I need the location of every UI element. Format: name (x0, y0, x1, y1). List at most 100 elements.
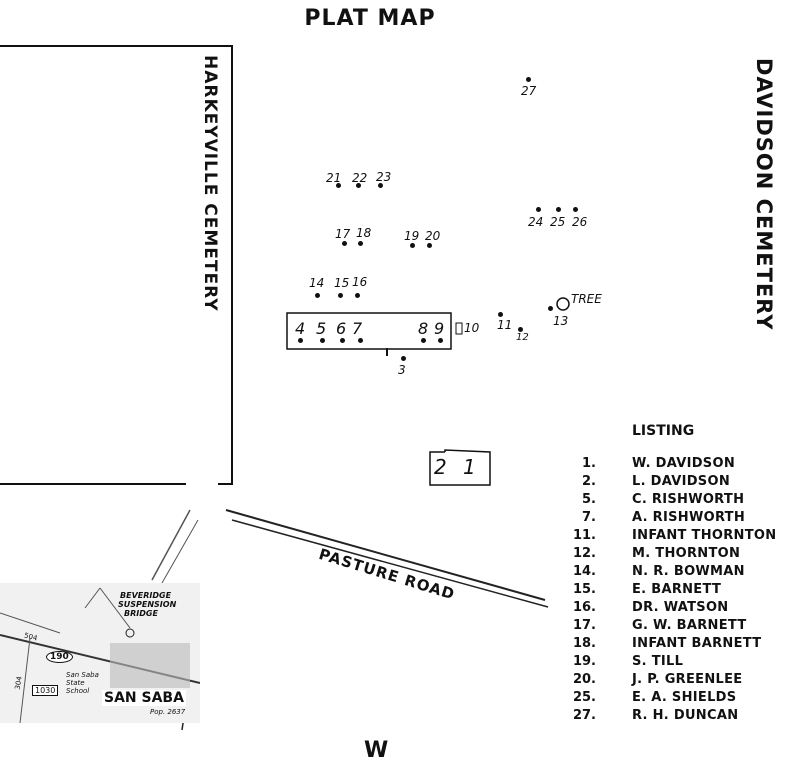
plot-number: 12 (516, 332, 529, 343)
listing-row: 14. N. R. BOWMAN (540, 564, 776, 582)
listing-number: 7. (582, 510, 596, 525)
plot-number: 17 (335, 227, 351, 241)
plot-number: 21 (326, 171, 342, 185)
tree-label: TREE (571, 292, 602, 306)
plot-number: 15 (334, 276, 350, 290)
inset-locator-map: BEVERIDGE SUSPENSION BRIDGE 190 1030 504… (0, 583, 200, 723)
highway-190-shield: 190 (46, 651, 73, 663)
plot-number: 26 (572, 215, 588, 229)
listing-name: INFANT THORNTON (632, 528, 777, 543)
grave-marker (355, 293, 360, 298)
grave-marker (315, 293, 320, 298)
listing-name: A. RISHWORTH (632, 510, 746, 525)
grave-marker (401, 356, 406, 361)
listing-name: G. W. BARNETT (632, 618, 747, 633)
listing-row: 15. E. BARNETT (540, 582, 776, 600)
grave-marker (573, 207, 578, 212)
listing-name: INFANT BARNETT (632, 636, 762, 651)
listing-name: R. H. DUNCAN (632, 708, 739, 723)
plot-number: 7 (352, 319, 363, 338)
plot-number: 20 (425, 229, 441, 243)
listing-row: 25. E. A. SHIELDS (540, 690, 776, 708)
plot-number: 23 (376, 170, 392, 184)
plot-number: 18 (356, 226, 372, 240)
listing-heading: LISTING (632, 423, 695, 439)
plot-number: 9 (434, 319, 445, 338)
plot-number: 1 (463, 455, 476, 479)
grave-marker (338, 293, 343, 298)
grave-marker (320, 338, 325, 343)
grave-marker (336, 183, 341, 188)
plot-number: 27 (521, 84, 537, 98)
listing-name: C. RISHWORTH (632, 492, 745, 507)
listing-number: 12. (572, 546, 596, 561)
plot-number: 22 (352, 171, 368, 185)
listing-row: 19. S. TILL (540, 654, 776, 672)
listing-number: 17. (572, 618, 596, 633)
listing-number: 20. (572, 672, 596, 687)
plot-number: 4 (295, 319, 306, 338)
page-title: PLAT MAP (304, 6, 436, 31)
listing-number: 25. (572, 690, 596, 705)
plot-number: 19 (404, 229, 420, 243)
plot-number: 8 (418, 319, 429, 338)
listing-row: 2. L. DAVIDSON (540, 474, 776, 492)
listing-number: 5. (582, 492, 596, 507)
grave-marker (410, 243, 415, 248)
grave-marker (298, 338, 303, 343)
plot-number: 10 (464, 321, 480, 335)
bridge-label: BEVERIDGE (120, 591, 172, 600)
listing-row: 18. INFANT BARNETT (540, 636, 776, 654)
compass-west-label: W (364, 738, 389, 763)
listing-name: M. THORNTON (632, 546, 741, 561)
grave-marker (536, 207, 541, 212)
school-label: San Saba State School (66, 671, 99, 695)
davidson-cemetery-label: DAVIDSON CEMETERY (752, 58, 776, 331)
bridge-label: SUSPENSION (118, 600, 177, 609)
listing-number: 2. (582, 474, 596, 489)
grave-marker (358, 338, 363, 343)
grave-marker (356, 183, 361, 188)
listing-number: 14. (572, 564, 596, 579)
san-saba-city-label: SAN SABA (102, 690, 186, 706)
listing-number: 15. (572, 582, 596, 597)
grave-marker (548, 306, 553, 311)
grave-marker (427, 243, 432, 248)
listing-name: J. P. GREENLEE (632, 672, 743, 687)
listing-row: 17. G. W. BARNETT (540, 618, 776, 636)
listing-row: 11. INFANT THORNTON (540, 528, 776, 546)
listing-table: 1. W. DAVIDSON 2. L. DAVIDSON 5. C. RISH… (540, 456, 776, 726)
grave-marker (438, 338, 443, 343)
harkeyville-cemetery-label: HARKEYVILLE CEMETERY (200, 55, 220, 312)
plot-number: 16 (352, 275, 368, 289)
plot-number: 14 (309, 276, 325, 290)
plot-number: 6 (336, 319, 347, 338)
listing-number: 19. (572, 654, 596, 669)
listing-number: 16. (572, 600, 596, 615)
plot-number: 3 (398, 363, 406, 377)
listing-row: 27. R. H. DUNCAN (540, 708, 776, 726)
listing-name: L. DAVIDSON (632, 474, 731, 489)
plot-number: 13 (553, 314, 569, 328)
listing-row: 16. DR. WATSON (540, 600, 776, 618)
road-1030-shield: 1030 (32, 685, 59, 696)
inset-map-lines (0, 587, 200, 723)
grave-marker (518, 327, 523, 332)
listing-name: S. TILL (632, 654, 684, 669)
listing-row: 5. C. RISHWORTH (540, 492, 776, 510)
grave-marker (340, 338, 345, 343)
listing-name: E. A. SHIELDS (632, 690, 737, 705)
grave-marker (378, 183, 383, 188)
plot-number: 11 (497, 318, 513, 332)
listing-row: 20. J. P. GREENLEE (540, 672, 776, 690)
listing-row: 1. W. DAVIDSON (540, 456, 776, 474)
grave-marker (498, 312, 503, 317)
listing-name: W. DAVIDSON (632, 456, 735, 471)
listing-row: 12. M. THORNTON (540, 546, 776, 564)
grave-marker (342, 241, 347, 246)
bridge-label: BRIDGE (124, 609, 158, 618)
listing-name: DR. WATSON (632, 600, 729, 615)
grave-marker (526, 77, 531, 82)
grave-marker (358, 241, 363, 246)
